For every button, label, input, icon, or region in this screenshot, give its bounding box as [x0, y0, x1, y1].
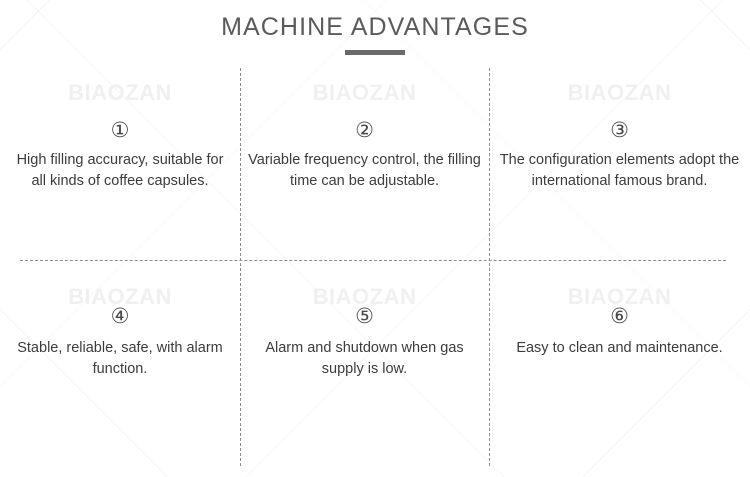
advantage-number-badge-5: ⑤ [355, 304, 374, 328]
advantage-text-6: Easy to clean and maintenance. [516, 340, 723, 356]
header: MACHINE ADVANTAGES [0, 12, 750, 55]
advantage-number-badge-4: ④ [110, 304, 130, 328]
vertical-divider-right [489, 68, 490, 466]
advantage-cell-5: BIAOZAN ⑤ Alarm and shutdown when gas su… [240, 260, 489, 466]
advantage-text-1: High filling accuracy, suitable for all … [16, 152, 224, 189]
watermark-text: BIAOZAN [312, 80, 417, 105]
advantage-number-badge-6: ⑥ [610, 304, 629, 328]
advantage-text-2: Variable frequency control, the filling … [248, 152, 481, 189]
watermark-text: BIAOZAN [68, 80, 172, 105]
title-underline-bar [345, 50, 405, 55]
advantage-cell-4: BIAOZAN ④ Stable, reliable, safe, with a… [0, 260, 240, 466]
advantage-text-5: Alarm and shutdown when gas supply is lo… [265, 340, 464, 377]
watermark-text: BIAOZAN [567, 80, 672, 105]
advantage-cell-6: BIAOZAN ⑥ Easy to clean and maintenance. [489, 260, 750, 466]
advantage-text-4: Stable, reliable, safe, with alarm funct… [17, 340, 223, 377]
horizontal-divider [20, 260, 726, 261]
advantage-number-badge-2: ② [355, 118, 374, 142]
advantage-text-3: The configuration elements adopt the int… [499, 152, 740, 189]
advantage-number-badge-3: ③ [610, 118, 629, 142]
advantage-cell-2: BIAOZAN ② Variable frequency control, th… [240, 68, 489, 260]
vertical-divider-left [240, 68, 241, 466]
page-title: MACHINE ADVANTAGES [221, 13, 529, 41]
advantage-number-badge-1: ① [110, 118, 130, 142]
advantages-grid: BIAOZAN ① High filling accuracy, suitabl… [0, 68, 750, 466]
advantage-cell-3: BIAOZAN ③ The configuration elements ado… [489, 68, 750, 260]
advantage-cell-1: BIAOZAN ① High filling accuracy, suitabl… [0, 68, 240, 260]
